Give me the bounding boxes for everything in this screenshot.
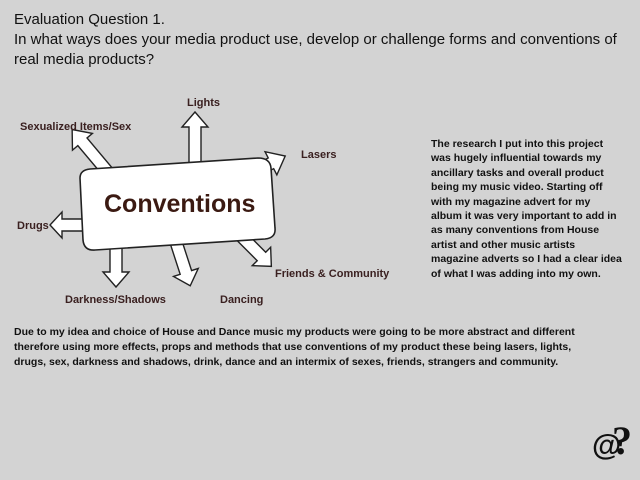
- logo-question-mark: ?: [612, 420, 632, 463]
- research-line: ancillary tasks and overall product: [431, 166, 604, 179]
- research-line: being my music video. Starting off: [431, 181, 603, 194]
- research-line: was hugely influential towards my: [431, 152, 602, 165]
- research-line: with my magazine advert for my: [431, 195, 591, 208]
- label-lights: Lights: [187, 97, 220, 109]
- research-line: artist and other music artists: [431, 238, 576, 251]
- title-line-2: In what ways does your media product use…: [14, 31, 617, 48]
- summary-paragraph: Due to my idea and choice of House and D…: [14, 325, 630, 370]
- research-line: album it was very important to add in: [431, 210, 617, 223]
- logo-at-sign: @: [592, 429, 621, 462]
- arrow-dancing: [169, 239, 200, 287]
- conventions-diagram: Conventions Lights Sexualized Items/Sex …: [17, 97, 390, 306]
- title-line-1: Evaluation Question 1.: [14, 11, 165, 28]
- label-lasers: Lasers: [301, 149, 336, 161]
- summary-line: drugs, sex, darkness and shadows, drink,…: [14, 356, 559, 368]
- research-line: as many conventions from House: [431, 224, 600, 237]
- label-darkness: Darkness/Shadows: [65, 294, 166, 306]
- label-drugs: Drugs: [17, 220, 49, 232]
- summary-line: therefore using more effects, props and …: [14, 341, 572, 353]
- title-line-3: real media products?: [14, 51, 155, 68]
- research-paragraph: The research I put into this project was…: [431, 137, 631, 281]
- conventions-label: Conventions: [104, 190, 255, 218]
- label-dancing: Dancing: [220, 294, 263, 306]
- research-line: of what I was adding into my own.: [431, 267, 601, 280]
- label-friends: Friends & Community: [275, 268, 390, 280]
- research-line: The research I put into this project: [431, 138, 604, 150]
- summary-line: Due to my idea and choice of House and D…: [14, 326, 575, 338]
- at-question-mark-icon: @ ?: [592, 420, 632, 463]
- slide-title: Evaluation Question 1. In what ways does…: [14, 10, 630, 70]
- research-line: magazine adverts so I had a clear idea: [431, 253, 622, 266]
- conventions-box: [79, 157, 276, 251]
- label-sexualized: Sexualized Items/Sex: [20, 121, 132, 133]
